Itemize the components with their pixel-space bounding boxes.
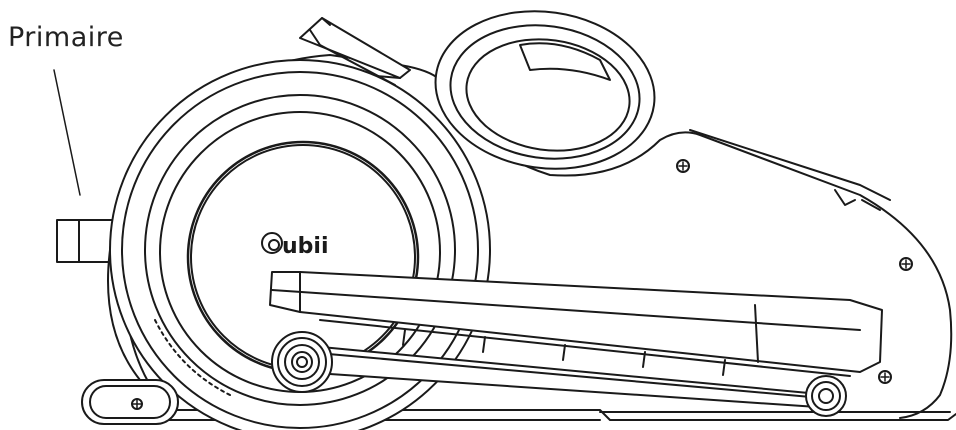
callout-label-primaire: Primaire bbox=[8, 22, 124, 53]
rear-roller bbox=[805, 375, 847, 417]
pedal-platform bbox=[269, 271, 883, 377]
brand-logo-text: ubii bbox=[282, 234, 329, 259]
left-foot bbox=[81, 379, 179, 425]
callout-leader-line bbox=[53, 69, 81, 196]
screw-heads bbox=[676, 159, 913, 384]
top-handle bbox=[299, 17, 411, 86]
pedal-pivot-hub bbox=[271, 331, 333, 393]
logo-mark bbox=[261, 232, 283, 254]
oval-window bbox=[434, 10, 656, 170]
flywheel bbox=[109, 59, 491, 430]
